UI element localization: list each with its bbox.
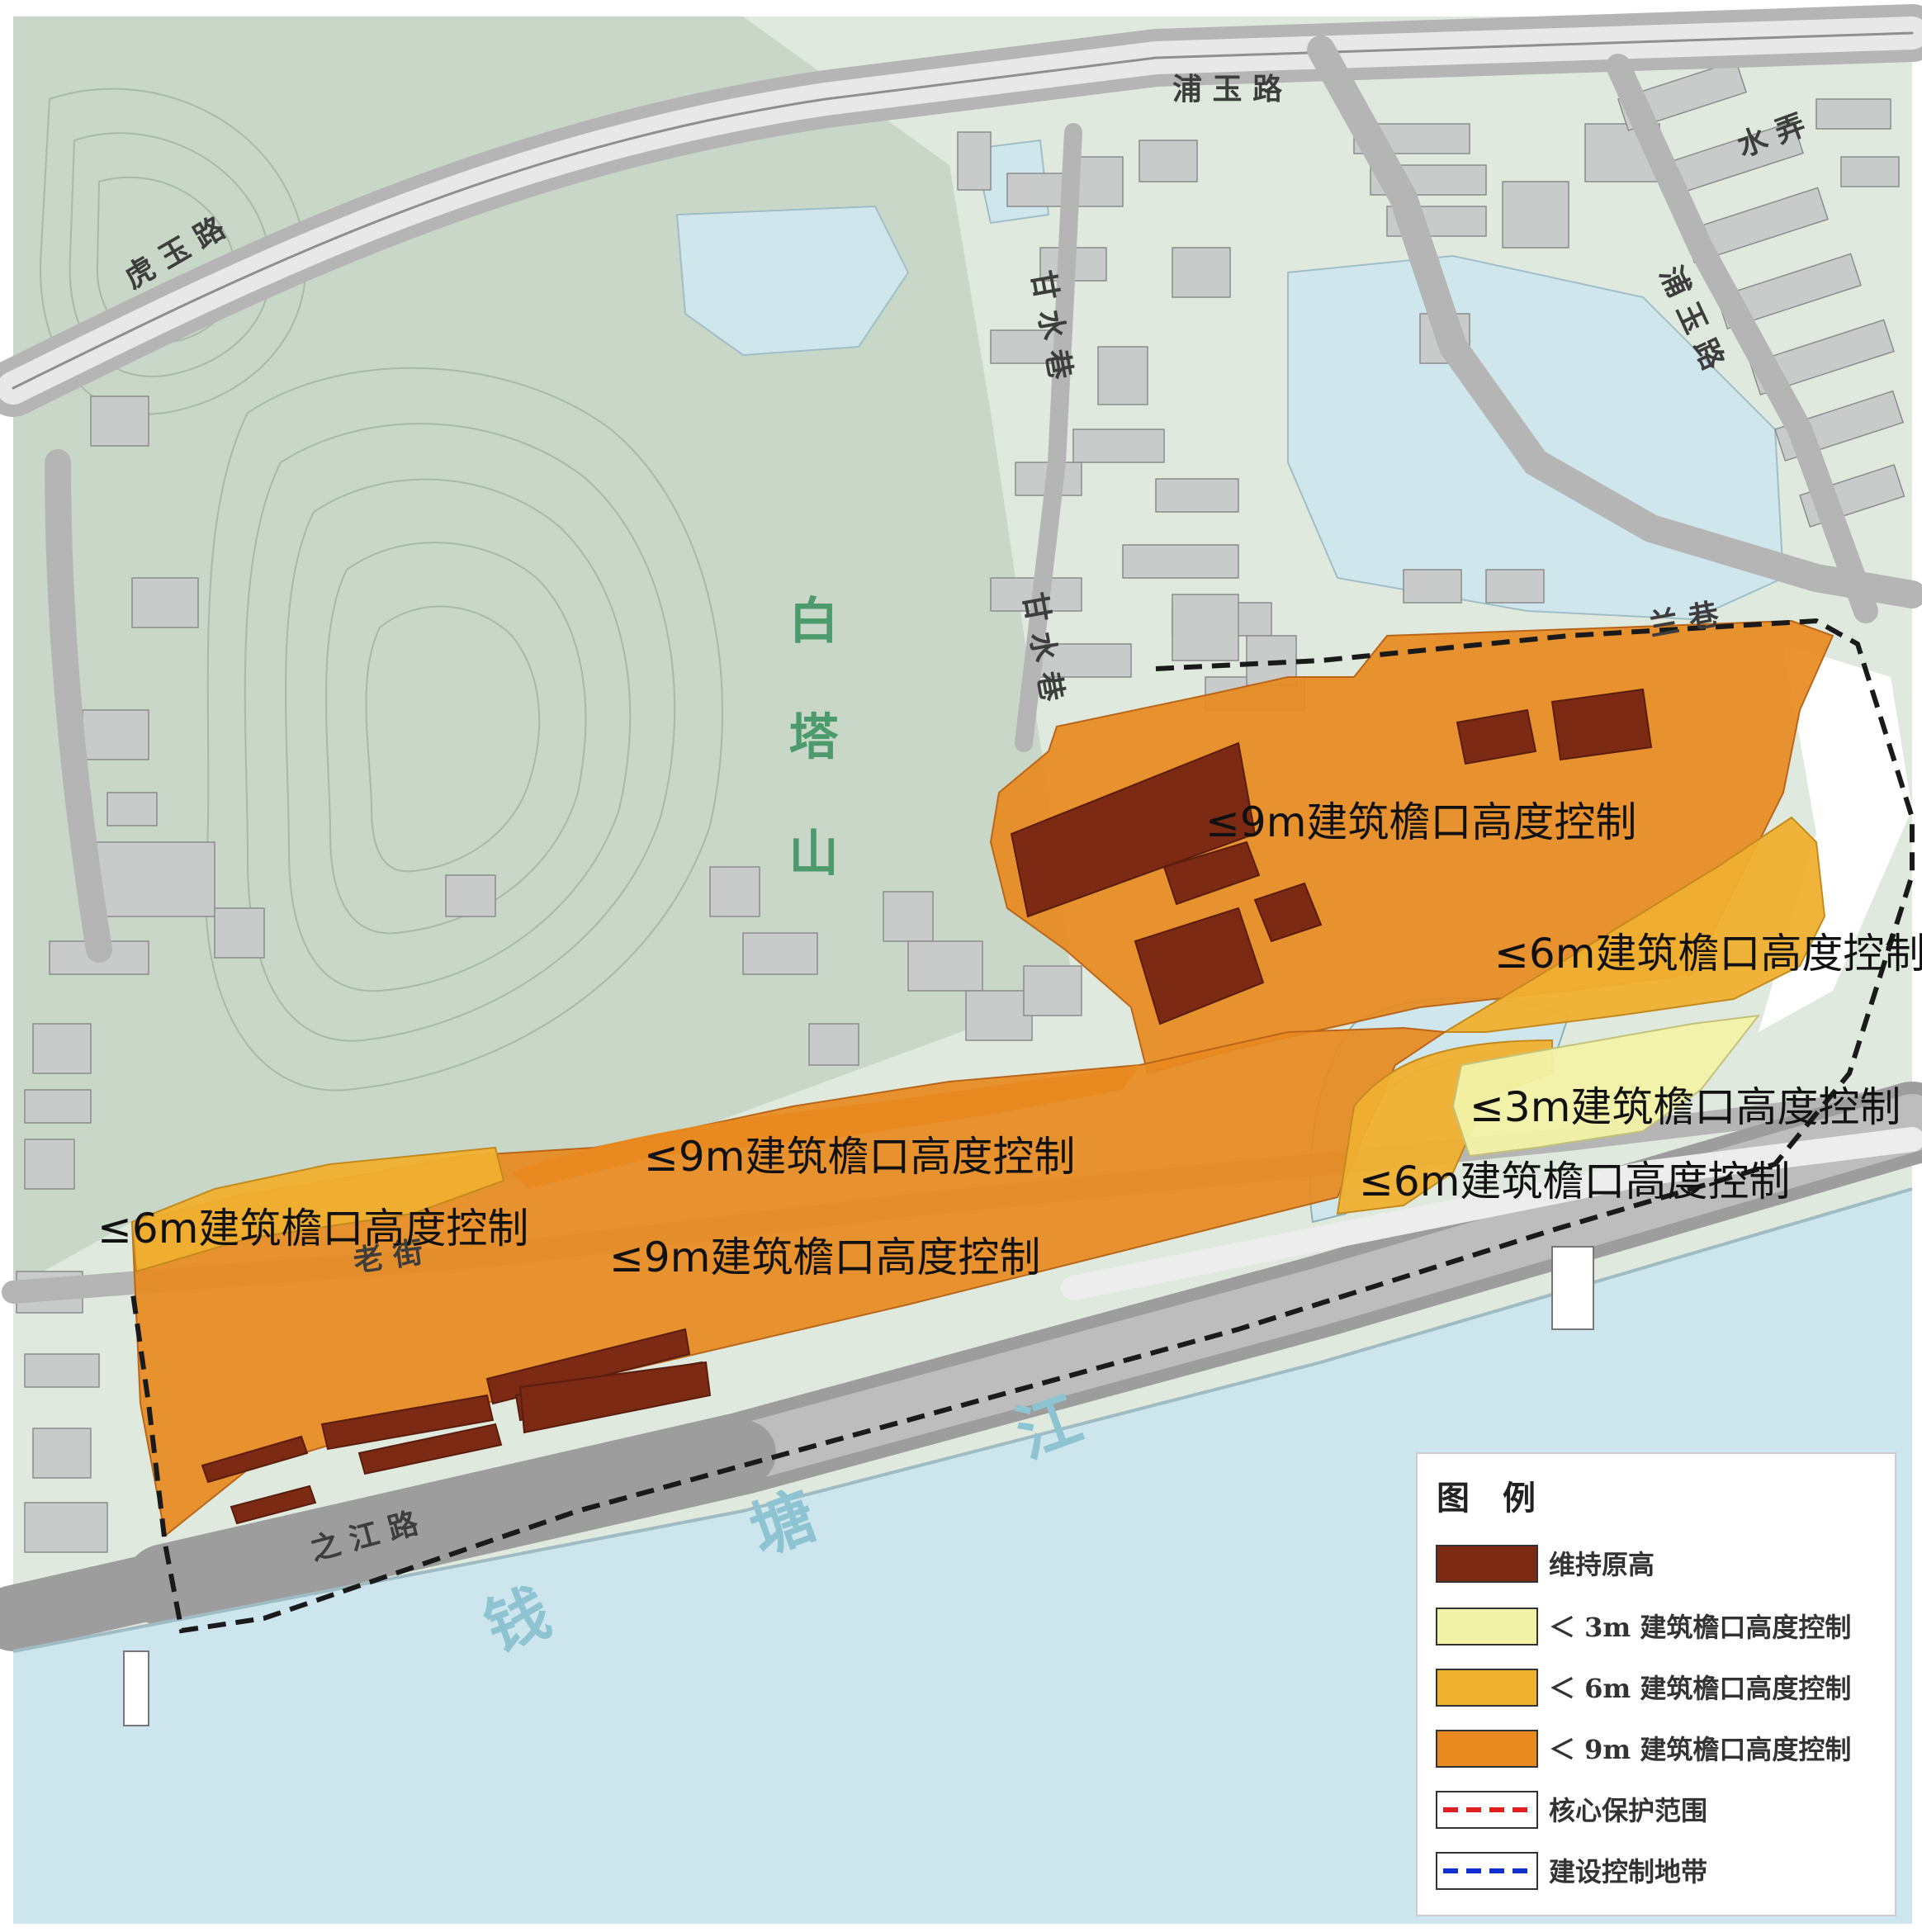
- zone-label-9m-central: ≤9m建筑檐口高度控制: [609, 1234, 1040, 1281]
- zone-label-9m-east: ≤9m建筑檐口高度控制: [1205, 798, 1636, 846]
- legend-label-3m: ＜ 3m 建筑檐口高度控制: [1549, 1612, 1851, 1643]
- zone-6m-west: [130, 1146, 505, 1273]
- pier-east: [1551, 1246, 1594, 1330]
- keep-height-buildings: [201, 688, 1653, 1525]
- label-road-puyu-top: 浦 玉 路: [1172, 73, 1283, 107]
- label-mountain: 白 塔 山: [780, 594, 838, 902]
- zone-label-3m: ≤3m建筑檐口高度控制: [1470, 1083, 1901, 1131]
- legend-swatch-keep: [1436, 1545, 1538, 1583]
- zone-label-6m-south: ≤6m建筑檐口高度控制: [1359, 1158, 1790, 1205]
- zone-label-6m-east: ≤6m建筑檐口高度控制: [1494, 930, 1922, 978]
- zone-label-9m-strip: ≤9m建筑檐口高度控制: [644, 1133, 1075, 1181]
- zone-3m: [1451, 1014, 1761, 1158]
- legend: 图 例 维持原高 ＜ 3m 建筑檐口高度控制 ＜ 6m 建筑檐口高度控制 ＜ 9…: [1416, 1452, 1896, 1916]
- zone-label-6m-west: ≤6m建筑檐口高度控制: [97, 1205, 528, 1252]
- legend-title: 图 例: [1437, 1479, 1536, 1518]
- lake-north: [675, 205, 910, 357]
- zone-labels: ≤9m建筑檐口高度控制 ≤6m建筑檐口高度控制 ≤3m建筑檐口高度控制 ≤6m建…: [97, 798, 1922, 1281]
- legend-swatch-9m: [1436, 1730, 1538, 1768]
- protection-boundary: [130, 618, 1915, 1634]
- zone-6m-east: [1442, 816, 1826, 1033]
- legend-label-control: 建设控制地带: [1549, 1856, 1707, 1887]
- legend-label-9m: ＜ 9m 建筑檐口高度控制: [1549, 1734, 1851, 1765]
- legend-label-keep: 维持原高: [1549, 1549, 1655, 1580]
- legend-swatch-3m: [1436, 1608, 1538, 1646]
- pier-west: [123, 1650, 149, 1726]
- legend-label-6m: ＜ 6m 建筑檐口高度控制: [1549, 1673, 1851, 1704]
- legend-label-core: 核心保护范围: [1549, 1795, 1707, 1826]
- zone-9m-strip: [512, 1065, 1139, 1189]
- legend-swatch-6m: [1436, 1669, 1538, 1707]
